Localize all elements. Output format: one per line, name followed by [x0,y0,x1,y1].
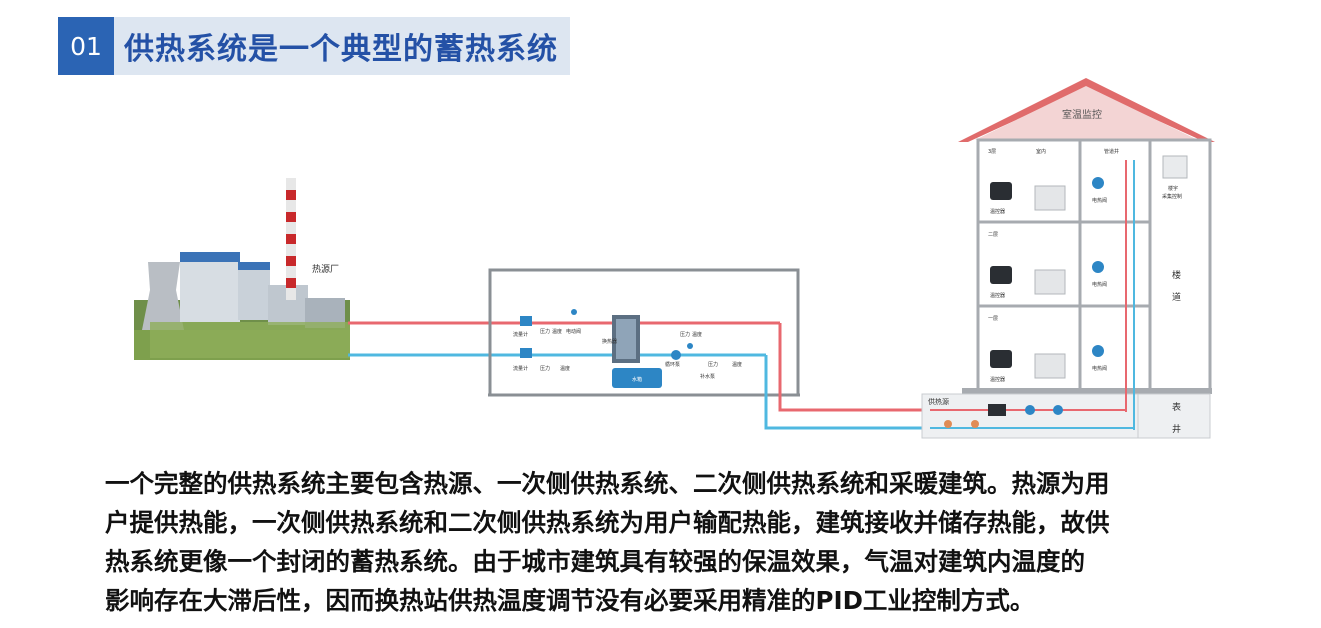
stairwell-label-2: 道 [1172,291,1181,303]
paragraph-line-2: 户提供热能，一次侧供热系统和二次侧供热系统为用户输配热能，建筑接收并储存热能，故… [105,508,1110,537]
station-right-label-2: 温度 [692,331,702,338]
floor-1-label: 一层 [988,316,998,322]
station-lower-label-3: 温度 [732,361,742,368]
floor-2-label: 二层 [988,232,998,238]
thermostat-label-3: 温控器 [990,208,1005,215]
station-lower-label-4: 补水泵 [700,373,715,380]
section-number: 01 [58,17,114,75]
thermostat-label-1: 温控器 [990,376,1005,383]
tank-label: 水箱 [632,376,642,383]
valve-label-1: 电热阀 [1092,365,1107,372]
meter-well-label-2: 井 [1172,423,1181,435]
right-panel-line-2: 采集控制 [1162,193,1182,200]
header-floor-label: 3层 [988,149,996,155]
paragraph-line-3: 热系统更像一个封闭的蓄热系统。由于城市建筑具有较强的保温效果，气温对建筑内温度的 [105,547,1085,576]
primary-pipes [348,321,510,357]
description-paragraph: 一个完整的供热系统主要包含热源、一次侧供热系统、二次侧供热系统和采暖建筑。热源为… [105,464,1255,620]
stairwell-label-1: 楼 [1172,269,1181,281]
paragraph-line-1: 一个完整的供热系统主要包含热源、一次侧供热系统、二次侧供热系统和采暖建筑。热源为… [105,469,1110,498]
heat-exchange-station [488,268,800,397]
station-lower-label-2: 压力 [708,361,718,368]
exchanger-label: 换热器 [602,338,617,345]
station-secondary-label-3: 温度 [560,365,570,372]
secondary-pipes [764,323,930,430]
station-primary-label-1: 流量计 [513,331,528,338]
station-label: 供热源 [928,397,949,406]
section-header: 01 供热系统是一个典型的蓄热系统 [58,17,570,75]
station-secondary-label-2: 压力 [540,365,550,372]
header-room-label: 室内 [1036,148,1046,155]
valve-label-2: 电热阀 [1092,281,1107,288]
power-plant-illustration [134,178,350,360]
station-lower-label-1: 循环泵 [665,361,680,368]
station-secondary-label-1: 流量计 [513,365,528,372]
roof-label: 室温监控 [1062,108,1102,121]
station-primary-label-3: 温度 [552,328,562,335]
plant-label: 热源厂 [312,263,339,275]
station-primary-label-4: 电动阀 [566,328,581,335]
header-pipe-label: 管道井 [1104,148,1119,155]
thermostat-label-2: 温控器 [990,292,1005,299]
right-panel-line-1: 楼宇 [1168,185,1178,192]
valve-label-3: 电热阀 [1092,197,1107,204]
station-primary-label-2: 压力 [540,328,550,335]
meter-well-label-1: 表 [1172,401,1181,413]
section-title: 供热系统是一个典型的蓄热系统 [114,17,570,75]
paragraph-line-4: 影响存在大滞后性，因而换热站供热温度调节没有必要采用精准的PID工业控制方式。 [105,586,1035,615]
station-right-label-1: 压力 [680,331,690,338]
building [921,78,1215,439]
